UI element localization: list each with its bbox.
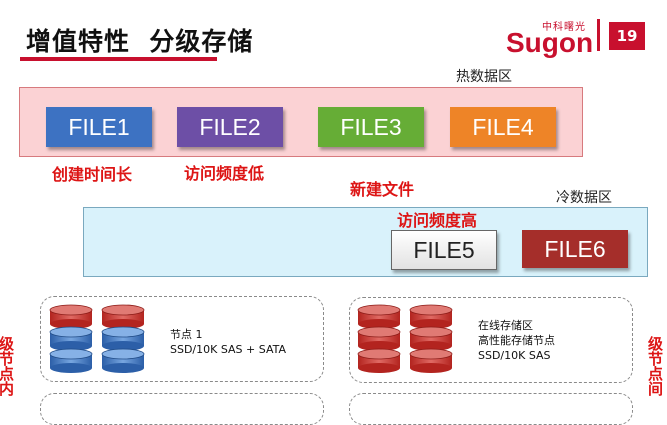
disk-stack-icon-node-1	[49, 304, 145, 373]
file-tile-5: FILE5	[391, 230, 497, 270]
storage-node-3	[40, 393, 324, 425]
file-tile-4: FILE4	[450, 107, 556, 147]
disk-column-right	[101, 304, 145, 373]
file-tile-3: FILE3	[318, 107, 424, 147]
node-1-description: 节点 1 SSD/10K SAS + SATA	[170, 327, 286, 357]
disk-column-right	[409, 304, 453, 373]
brand-chinese-name: 中科曙光	[542, 22, 586, 33]
brand-separator	[597, 19, 600, 51]
file-tile-6: FILE6	[522, 230, 628, 268]
annotation-new-file: 新建文件	[350, 180, 415, 199]
node-2-line-1: 在线存储区	[478, 319, 533, 332]
storage-node-2	[349, 297, 633, 383]
node-1-line-1: 节点 1	[170, 328, 203, 341]
annotation-created-long: 创建时间长	[52, 165, 133, 184]
node-2-description: 在线存储区 高性能存储节点 SSD/10K SAS	[478, 318, 555, 363]
node-1-line-2: SSD/10K SAS + SATA	[170, 343, 286, 356]
file-tile-2: FILE2	[177, 107, 283, 147]
node-2-line-2: 高性能存储节点	[478, 334, 555, 347]
storage-node-4	[349, 393, 633, 425]
page-number-badge: 19	[609, 22, 645, 50]
title-underline	[20, 57, 217, 61]
disk-column-left	[49, 304, 93, 373]
brand-logo: Sugon	[506, 27, 594, 58]
file-tile-1: FILE1	[46, 107, 152, 147]
side-label-right: 级节点间	[646, 336, 664, 396]
annotation-access-high: 访问频度高	[397, 211, 478, 230]
side-label-left: 级节点内	[0, 336, 15, 396]
hot-zone-label: 热数据区	[456, 69, 512, 85]
disk-stack-icon-node-2	[357, 304, 453, 373]
annotation-access-low: 访问频度低	[184, 164, 265, 183]
cold-zone-label: 冷数据区	[556, 190, 612, 206]
node-2-line-3: SSD/10K SAS	[478, 349, 551, 362]
storage-node-1	[40, 296, 324, 382]
disk-column-left	[357, 304, 401, 373]
slide-title: 增值特性 分级存储	[26, 27, 254, 56]
